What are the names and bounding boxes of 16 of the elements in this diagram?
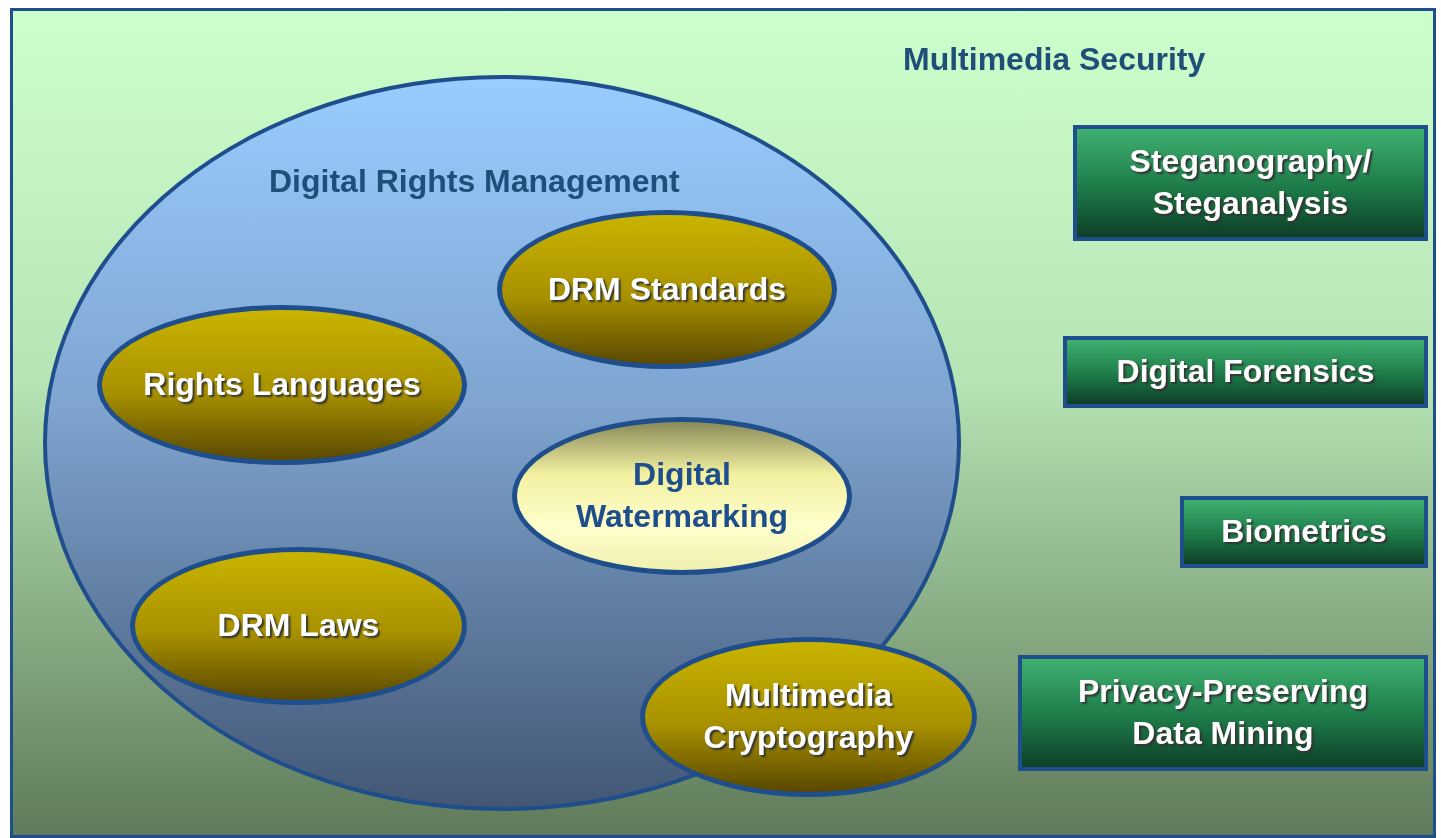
ellipse-label: DRM Standards bbox=[546, 269, 788, 309]
topic-box bbox=[1018, 655, 1428, 771]
region-panel bbox=[10, 8, 1436, 838]
topic-box bbox=[1063, 336, 1428, 408]
ellipse-label: Rights Languages bbox=[142, 365, 422, 405]
box-label: Biometrics bbox=[1220, 512, 1388, 552]
region-title: Multimedia Security bbox=[903, 41, 1206, 78]
topic-box bbox=[1073, 125, 1428, 241]
ellipse-label: Multimedia Cryptography bbox=[702, 676, 915, 757]
box-label: Digital Forensics bbox=[1115, 352, 1376, 392]
ellipse-label: Digital Watermarking bbox=[574, 455, 790, 536]
box-label: Privacy-Preserving Data Mining bbox=[1077, 672, 1369, 753]
region-title: Digital Rights Management bbox=[269, 163, 680, 200]
topic-box bbox=[1180, 496, 1428, 568]
ellipse-label: DRM Laws bbox=[216, 606, 381, 646]
box-label: Steganography/ Steganalysis bbox=[1128, 142, 1373, 223]
